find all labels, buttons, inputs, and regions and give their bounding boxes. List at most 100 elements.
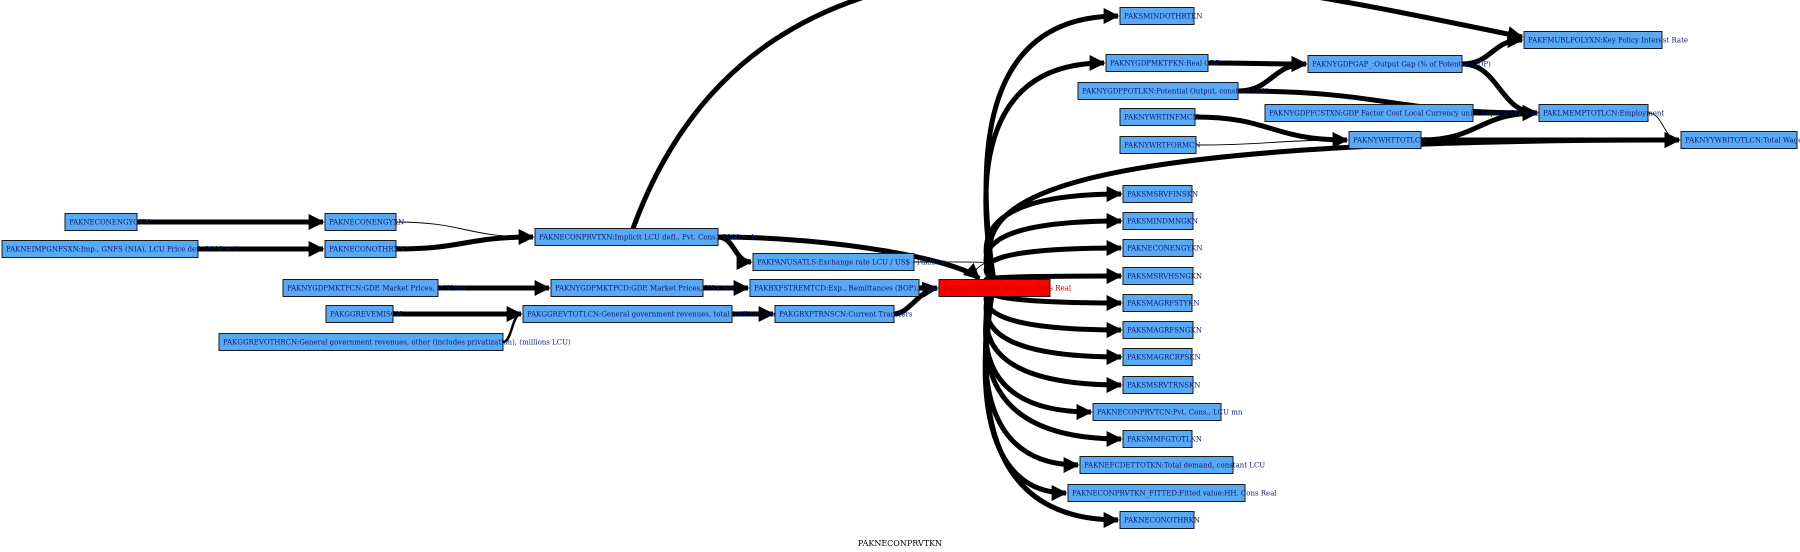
node-lmemptotlcn[interactable]: PAKLMEMPTOTLCN:Employment [1538, 104, 1664, 122]
node-box [1119, 136, 1197, 154]
edge-wrtformcn-to-wrttotlcn [1195, 135, 1348, 146]
node-label: PAKNYWRTINFMCN [1124, 114, 1199, 122]
node-label: PAKNECONENGYXN [329, 219, 404, 227]
node-label: PAKNECONENGYGKN [69, 219, 150, 227]
node-box [324, 213, 397, 231]
node-label: PAKSMINDOTHRTKN [1124, 13, 1203, 21]
node-fmublpolyxn[interactable]: PAKFMUBLPOLYXN:Key Policy Interest Rate [1523, 31, 1688, 49]
node-box [1105, 54, 1209, 72]
node-gdppotlkn[interactable]: PAKNYGDPPOTLKN:Potential Output, constan… [1077, 82, 1268, 100]
node-box [1680, 131, 1798, 149]
node-econothrxn[interactable]: PAKNECONOTHRXN [324, 240, 405, 258]
node-wrtformcn[interactable]: PAKNYWRTFORMCN [1119, 136, 1201, 154]
node-box [1077, 82, 1239, 100]
node-label: PAKNECONPRVTXN:Implicit LCU defl., Pvt. … [539, 234, 755, 242]
node-label: PAKLMEMPTOTLCN:Employment [1543, 110, 1664, 118]
node-econprvtkn-fitted[interactable]: PAKNECONPRVTKN_FITTED:Fitted value:HH. C… [1067, 484, 1277, 502]
node-box [522, 305, 733, 323]
node-econengygkn[interactable]: PAKNECONENGYGKN [64, 213, 150, 231]
node-smagrfstykn[interactable]: PAKSMAGRFSTYKN [1122, 294, 1200, 312]
node-gdpgap[interactable]: PAKNYGDPGAP_:Output Gap (% of Potential … [1307, 55, 1491, 73]
node-box [1523, 31, 1663, 49]
node-econothrkn[interactable]: PAKNECONOTHRKN [1119, 511, 1200, 529]
node-smsrvhsngkn[interactable]: PAKSMSRVHSNGKN [1122, 267, 1202, 285]
node-box [752, 253, 915, 271]
node-box [749, 279, 920, 297]
node-box [534, 228, 719, 246]
node-label: PAKNECONPRVTKN:HH. Cons Real [943, 285, 1072, 293]
node-box [774, 305, 895, 323]
node-box [1067, 484, 1246, 502]
node-gdpmktpcn[interactable]: PAKNYGDPMKTPCN:GDP, Market Prices, LCU m… [282, 279, 467, 297]
node-impgnfs[interactable]: PAKNEIMPGNFSXN:Imp., GNFS (NIA), LCU Pri… [1, 240, 238, 258]
edge-ggrevothrcn-to-ggrevtotlcn [502, 310, 522, 344]
edge-gbxptrnscn-to-focus [893, 281, 939, 317]
node-label: PAKNYGDPGAP_:Output Gap (% of Potential … [1312, 61, 1491, 69]
node-ywbitotlcn[interactable]: PAKNYYWBITOTLCN:Total Wage Bill [1680, 131, 1800, 149]
edge-econprvtxn-to-fmublpolyxn [630, 0, 1524, 230]
node-panusatls[interactable]: PAKPANUSATLS:Exchange rate LCU / US$ - P… [752, 253, 947, 271]
node-label: PAKSMMFGTOTLKN [1127, 436, 1202, 444]
node-smindmngkn[interactable]: PAKSMINDMNGKN [1122, 212, 1198, 230]
edge-econothrxn-to-econprvtxn [395, 229, 535, 252]
node-label: PAKSMSRVFINSKN [1127, 191, 1198, 199]
node-label: PAKNYGDPFCSTXN:GDP Factor Cost Local Cur… [1269, 110, 1560, 118]
graph-caption: PAKNECONPRVTKN [858, 539, 942, 548]
node-gbxptrnscn[interactable]: PAKGBXPTRNSCN:Current Transfers [774, 305, 913, 323]
node-box [1264, 104, 1474, 122]
node-label: PAKNECONPRVTKN_FITTED:Fitted value:HH. C… [1072, 490, 1277, 498]
node-smagrcrpskn[interactable]: PAKSMAGRCRPSKN [1122, 348, 1201, 366]
node-box [550, 279, 704, 297]
node-label: PAKNYGDPMKTPCN:GDP, Market Prices, LCU m… [287, 285, 467, 293]
node-fcdettotkn[interactable]: PAKNEFCDETTOTKN:Total demand, constant L… [1079, 456, 1265, 474]
node-bxfstremt[interactable]: PAKBXFSTREMTCD:Exp., Remittances (BOP), … [749, 279, 950, 297]
node-wrttotlcn[interactable]: PAKNYWRTTOTLCN [1348, 131, 1426, 149]
node-box [325, 305, 394, 323]
node-ggrevemiscn[interactable]: PAKGGREVEMISCN [325, 305, 402, 323]
node-box [1079, 456, 1234, 474]
edges-layer [137, 0, 1681, 528]
edge-focus-to-smindothrtkn [983, 8, 1120, 282]
node-gdpmktpkn[interactable]: PAKNYGDPMKTPKN:Real GDP [1105, 54, 1221, 72]
node-smsrvtrnskn[interactable]: PAKSMSRVTRNSKN [1122, 376, 1200, 394]
node-label: PAKSMINDMNGKN [1127, 218, 1198, 226]
node-box [282, 279, 439, 297]
focus-node[interactable]: PAKNECONPRVTKN:HH. Cons Real [938, 279, 1072, 297]
node-label: PAKNYWRTFORMCN [1124, 142, 1201, 150]
node-box [1092, 403, 1222, 421]
node-smagrfsngkn[interactable]: PAKSMAGRFSNGKN [1122, 321, 1202, 339]
node-label: PAKGGREVTOTLCN:General government revenu… [527, 311, 778, 319]
node-gdpmktpcd[interactable]: PAKNYGDPMKTPCD:GDP, Market Prices, US$ m… [550, 279, 734, 297]
node-box [64, 213, 138, 231]
node-wrtinfmcn[interactable]: PAKNYWRTINFMCN [1119, 108, 1199, 126]
node-econengykn[interactable]: PAKNECONENGYKN [1122, 239, 1203, 257]
node-label: PAKNYGDPMKTPKN:Real GDP [1110, 60, 1221, 68]
node-smsrvfinskn[interactable]: PAKSMSRVFINSKN [1122, 185, 1198, 203]
node-label: PAKBXFSTREMTCD:Exp., Remittances (BOP), … [754, 285, 950, 293]
node-box [1119, 511, 1195, 529]
node-box [1122, 239, 1194, 257]
node-gdpfcst[interactable]: PAKNYGDPFCSTXN:GDP Factor Cost Local Cur… [1264, 104, 1560, 122]
node-box [1122, 294, 1193, 312]
node-label: PAKSMAGRFSTYKN [1127, 300, 1200, 308]
node-smmfgtotlkn[interactable]: PAKSMMFGTOTLKN [1122, 430, 1202, 448]
node-econprvtxn[interactable]: PAKNECONPRVTXN:Implicit LCU defl., Pvt. … [534, 228, 755, 246]
node-ggrevtotlcn[interactable]: PAKGGREVTOTLCN:General government revenu… [522, 305, 778, 323]
node-label: PAKNECONPRVTCN:Pvt. Cons., LCU mn [1097, 409, 1243, 417]
node-label: PAKGGREVEMISCN [330, 311, 402, 319]
node-box [1122, 185, 1193, 203]
node-smindothrtkn[interactable]: PAKSMINDOTHRTKN [1119, 7, 1203, 25]
node-ggrevothrcn[interactable]: PAKGGREVOTHRCN:General government revenu… [218, 333, 571, 351]
node-label: PAKNECONENGYKN [1127, 245, 1203, 253]
node-label: PAKNYGDPPOTLKN:Potential Output, constan… [1082, 88, 1268, 96]
edge-econengyxn-to-econprvtxn [395, 221, 534, 242]
node-box [218, 333, 504, 351]
node-econprvtcn[interactable]: PAKNECONPRVTCN:Pvt. Cons., LCU mn [1092, 403, 1243, 421]
node-econengyxn[interactable]: PAKNECONENGYXN [324, 213, 404, 231]
node-box [1538, 104, 1649, 122]
node-label: PAKSMAGRFSNGKN [1127, 327, 1202, 335]
node-label: PAKNECONOTHRKN [1124, 517, 1200, 525]
node-label: PAKSMSRVHSNGKN [1127, 273, 1202, 281]
node-box [1119, 108, 1196, 126]
